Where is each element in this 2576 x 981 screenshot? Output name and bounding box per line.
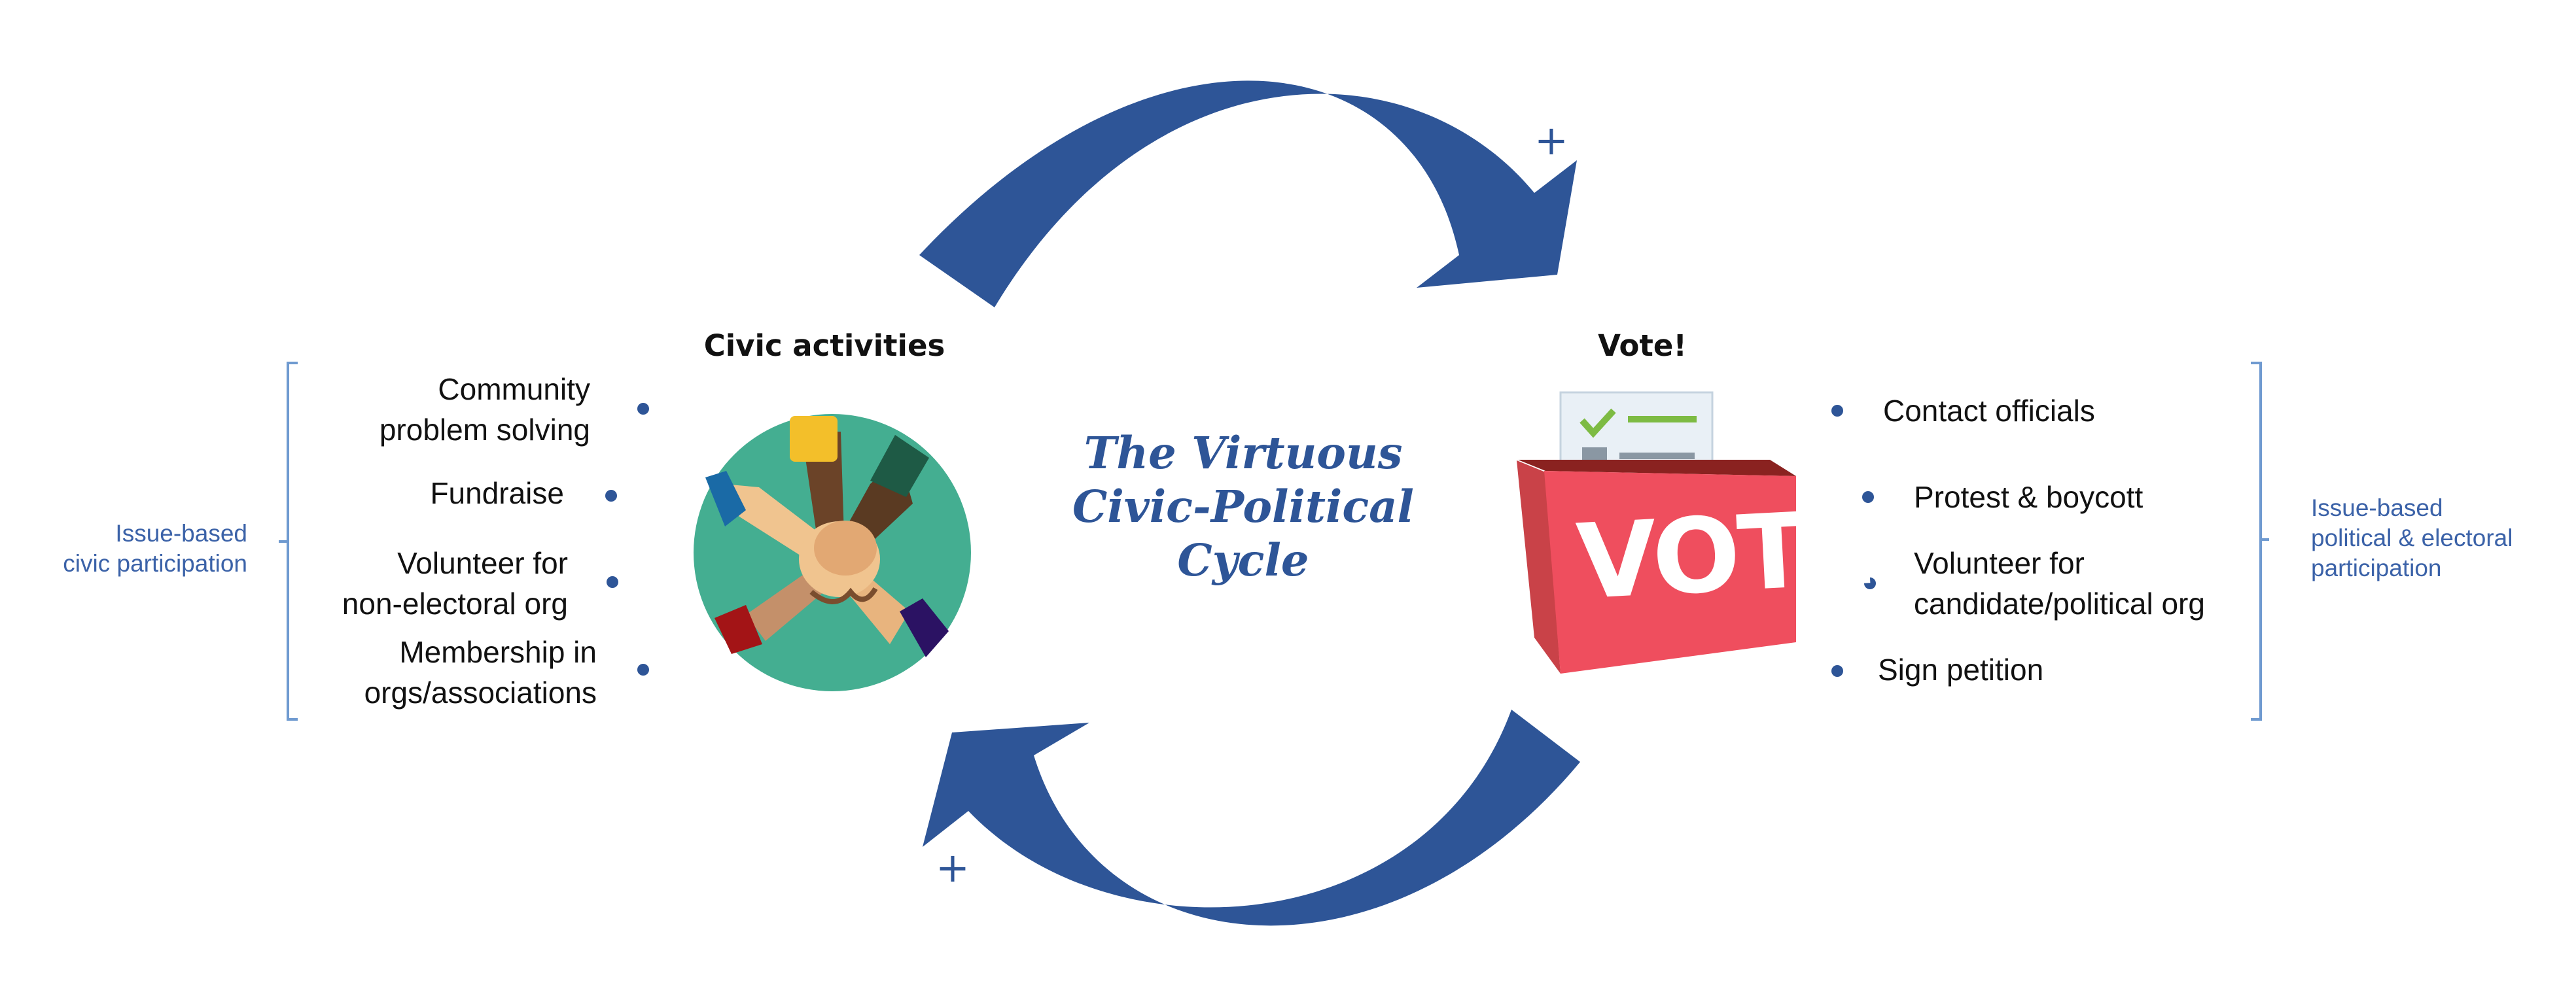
vote-item-line-1: Contact officials bbox=[1883, 394, 2095, 428]
vote-item-line-1: Sign petition bbox=[1878, 653, 2044, 687]
diagram-title-line-2: Civic-Political Cycle bbox=[1072, 481, 1414, 586]
top-plus-sign: + bbox=[1534, 116, 1568, 164]
civic-side-label-line-1: Issue-based bbox=[115, 520, 247, 547]
diagram-title: The Virtuous Civic-Political Cycle bbox=[1001, 426, 1485, 587]
political-side-label-line-1: Issue-based bbox=[2311, 494, 2443, 521]
bottom-plus-sign: + bbox=[936, 844, 970, 891]
vote-item-protest-boycott: Protest & boycott bbox=[1914, 477, 2241, 517]
civic-item-volunteer-non-electoral: Volunteer for non-electoral org bbox=[249, 543, 568, 624]
vote-item-sign-petition: Sign petition bbox=[1878, 649, 2205, 690]
hands-together-icon bbox=[694, 414, 971, 691]
vote-item-contact-officials: Contact officials bbox=[1883, 390, 2223, 431]
civic-item-line-2: non-electoral org bbox=[342, 587, 568, 621]
bullet-dot bbox=[607, 576, 618, 588]
civic-item-community-problem-solving: Community problem solving bbox=[249, 369, 590, 450]
vote-item-line-2: candidate/political org bbox=[1914, 587, 2205, 621]
bullet-dot bbox=[1864, 577, 1876, 589]
civic-item-line-2: problem solving bbox=[379, 413, 590, 447]
civic-bracket bbox=[279, 362, 298, 721]
civic-activities-heading: Civic activities bbox=[703, 328, 945, 363]
political-side-label: Issue-based political & electoral partic… bbox=[2311, 493, 2566, 583]
civic-item-line-1: Community bbox=[438, 372, 590, 406]
political-side-label-line-3: participation bbox=[2311, 555, 2442, 581]
civic-item-fundraise: Fundraise bbox=[249, 473, 564, 513]
civic-item-line-1: Volunteer for bbox=[397, 546, 568, 580]
bullet-dot bbox=[1862, 491, 1874, 503]
political-bracket bbox=[2251, 362, 2269, 721]
civic-item-line-1: Fundraise bbox=[430, 476, 564, 510]
ballot-box-icon bbox=[1517, 391, 1796, 674]
bottom-cycle-arrow bbox=[923, 710, 1580, 926]
vote-item-volunteer-political: Volunteer for candidate/political org bbox=[1914, 543, 2254, 624]
diagram-title-line-1: The Virtuous bbox=[1084, 427, 1403, 479]
civic-side-label-line-2: civic participation bbox=[63, 550, 247, 577]
bullet-dot bbox=[1831, 405, 1843, 417]
civic-item-membership: Membership in orgs/associations bbox=[249, 632, 597, 713]
top-cycle-arrow bbox=[919, 80, 1577, 307]
bullet-dot bbox=[605, 490, 617, 502]
ballot-box-label: VOTE bbox=[1574, 487, 1877, 623]
civic-item-line-1: Membership in bbox=[399, 635, 597, 669]
vote-item-line-1: Protest & boycott bbox=[1914, 480, 2144, 514]
bullet-dot bbox=[637, 403, 649, 415]
political-side-label-line-2: political & electoral bbox=[2311, 525, 2513, 551]
vote-heading: Vote! bbox=[1598, 328, 1687, 363]
civic-side-label: Issue-based civic participation bbox=[39, 519, 247, 579]
civic-item-line-2: orgs/associations bbox=[364, 676, 597, 710]
vote-item-line-1: Volunteer for bbox=[1914, 546, 2085, 580]
bullet-dot bbox=[637, 664, 649, 676]
bullet-dot bbox=[1831, 665, 1843, 677]
